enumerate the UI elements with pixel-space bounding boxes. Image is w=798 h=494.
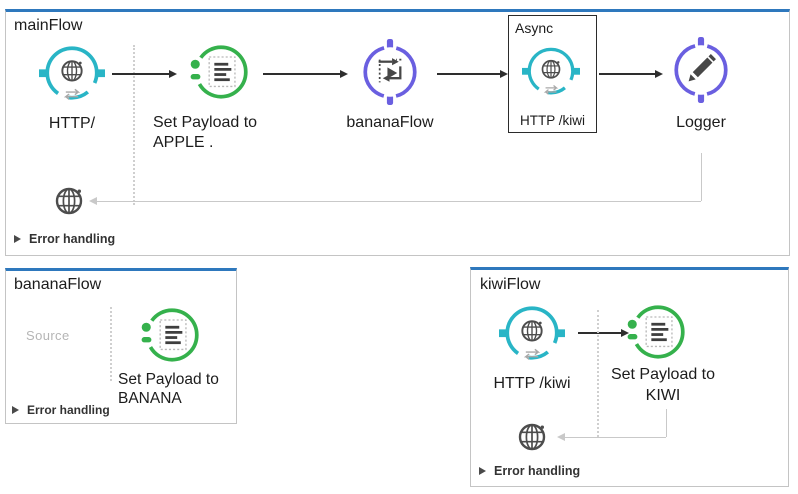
triangle-right-icon [479,467,486,475]
http-listener-icon[interactable] [39,41,105,107]
set-payload-label-line2: BANANA [118,390,182,407]
source-flow-separator [133,45,135,205]
http-request-icon[interactable] [522,43,580,101]
error-path-line [701,153,702,201]
connector-arrow [578,329,629,337]
error-path-line [666,409,667,437]
set-payload-icon[interactable] [138,303,204,369]
error-handling-label: Error handling [29,232,116,246]
set-payload-icon[interactable] [187,40,253,106]
connector-arrow [437,70,508,78]
flow-reference-label: bananaFlow [346,114,434,131]
error-handling-toggle[interactable]: Error handling [12,403,110,417]
async-scope-title: Async [515,20,554,36]
set-payload-label-line2: APPLE . [153,134,214,151]
flow-title-bananaflow: bananaFlow [14,276,102,293]
error-path-line [565,437,666,438]
http-request-label: HTTP /kiwi [519,113,585,128]
set-payload-label-line1: Set Payload to [153,114,258,131]
flow-container-mainflow: mainFlow HTTP/ Set Payload to APPLE . ban… [5,9,790,256]
logger-label: Logger [676,114,726,131]
flow-reference-icon[interactable] [357,39,423,105]
error-handling-label: Error handling [27,403,110,417]
set-payload-label-line1: Set Payload to [118,371,219,388]
set-payload-label: Set Payload to BANANA [118,370,219,408]
error-globe-icon[interactable] [53,185,85,217]
error-handling-label: Error handling [494,464,581,478]
flow-container-bananaflow: bananaFlow Source Set Payload to BANANA E… [5,268,237,424]
error-path-arrowhead [557,433,565,441]
set-payload-label-line2: KIWI [645,387,681,404]
connector-arrow [112,70,177,78]
error-handling-toggle[interactable]: Error handling [479,464,580,478]
http-listener-label: HTTP/ [48,115,96,132]
error-handling-toggle[interactable]: Error handling [14,232,115,246]
error-globe-icon[interactable] [516,421,548,453]
http-listener-label: HTTP /kiwi [493,375,571,392]
source-flow-separator [597,310,599,437]
set-payload-label: Set Payload to KIWI [593,364,733,406]
error-path-line [97,201,701,202]
source-flow-separator [110,307,112,381]
triangle-right-icon [14,235,21,243]
flow-title-mainflow: mainFlow [14,17,83,34]
connector-arrow [263,70,348,78]
source-placeholder: Source [26,328,70,343]
triangle-right-icon [12,406,19,414]
set-payload-label: Set Payload to APPLE . [153,113,257,153]
set-payload-label-line1: Set Payload to [610,366,716,383]
flow-container-kiwiflow: kiwiFlow HTTP /kiwi Set Payload to KIWI E… [470,267,789,487]
set-payload-icon[interactable] [624,300,690,366]
flow-title-kiwiflow: kiwiFlow [480,276,541,293]
async-scope[interactable]: Async HTTP /kiwi [508,15,597,133]
connector-arrow [599,70,663,78]
http-listener-icon[interactable] [499,301,565,367]
logger-icon[interactable] [668,37,734,103]
error-path-arrowhead [89,197,97,205]
